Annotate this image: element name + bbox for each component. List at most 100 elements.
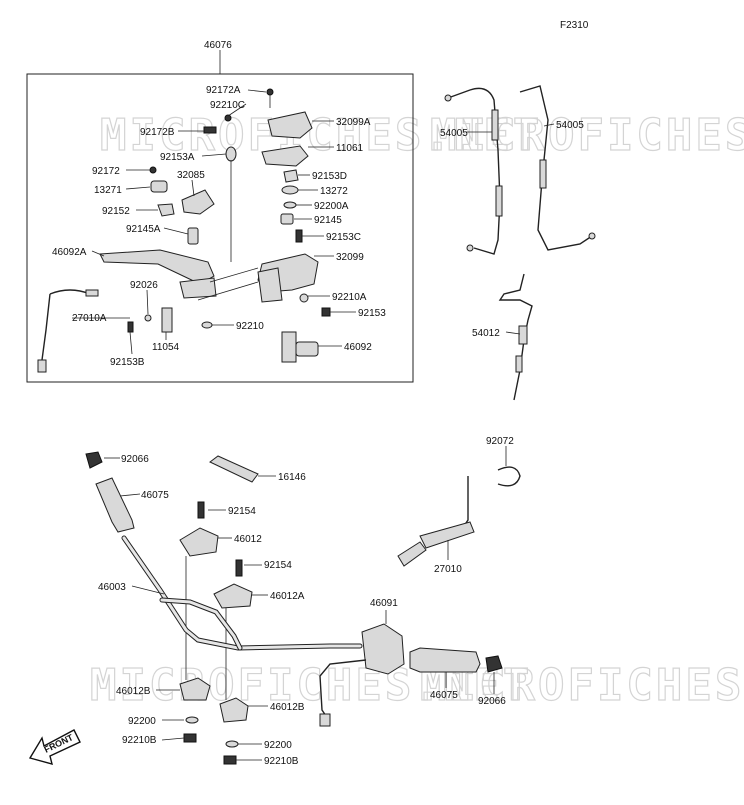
label-92172A: 92172A xyxy=(206,85,241,96)
label-16146: 16146 xyxy=(278,472,306,483)
pivot-11054 xyxy=(161,307,173,333)
label-13272: 13272 xyxy=(320,186,348,197)
end-cap-92066-left xyxy=(85,451,103,469)
plate-13272 xyxy=(281,185,299,195)
label-92145A: 92145A xyxy=(126,224,161,235)
brake-cable-54012 xyxy=(498,273,533,401)
washer-92026 xyxy=(144,314,152,322)
nut-92210B-left xyxy=(183,733,197,743)
label-54005-left: 54005 xyxy=(440,128,468,139)
screw-92153 xyxy=(321,307,331,317)
label-27010A: 27010A xyxy=(72,313,107,324)
label-92153: 92153 xyxy=(358,308,386,319)
label-46092A: 46092A xyxy=(52,247,87,258)
label-92154-lower: 92154 xyxy=(264,560,292,571)
label-46012: 46012 xyxy=(234,534,262,545)
label-92152: 92152 xyxy=(102,206,130,217)
label-92210: 92210 xyxy=(236,321,264,332)
screw-92172B xyxy=(203,126,217,134)
throttle-cable-54005-right xyxy=(519,85,593,251)
pin-92153A xyxy=(225,146,237,162)
diaphragm-11061 xyxy=(261,145,309,167)
label-46091: 46091 xyxy=(370,598,398,609)
label-92210A: 92210A xyxy=(332,292,367,303)
reservoir-cap-32099A xyxy=(267,111,313,139)
label-27010: 27010 xyxy=(434,564,462,575)
switch-housing-wire xyxy=(319,659,367,717)
label-46076: 46076 xyxy=(204,40,232,51)
label-13271: 13271 xyxy=(94,185,122,196)
label-92172: 92172 xyxy=(92,166,120,177)
label-46012B-left: 46012B xyxy=(116,686,151,697)
watermark-top: MICROFICHES.NET xyxy=(100,110,542,161)
label-32099: 32099 xyxy=(336,252,364,263)
screw-92153D xyxy=(283,169,299,183)
washer-92200A xyxy=(283,201,297,209)
washer-92200-left xyxy=(185,716,199,724)
bracket-32085 xyxy=(181,189,215,215)
spring-92145 xyxy=(280,213,294,225)
label-32085: 32085 xyxy=(177,170,205,181)
figure-code: F2310 xyxy=(560,20,589,31)
label-92153C: 92153C xyxy=(326,232,361,243)
label-92210B-right: 92210B xyxy=(264,756,299,767)
nut-92210B-right xyxy=(223,755,237,765)
switch-connector xyxy=(37,359,47,373)
watermark-top-right: MICROFICHES.NET xyxy=(430,110,744,161)
label-92153B: 92153B xyxy=(110,357,145,368)
washer-92210 xyxy=(201,321,213,329)
label-46075-right: 46075 xyxy=(430,690,458,701)
label-32099A: 32099A xyxy=(336,117,371,128)
label-46075-left: 46075 xyxy=(141,490,169,501)
cylinder-body xyxy=(257,267,283,303)
holder-46012A xyxy=(213,583,253,609)
washer-92200-right xyxy=(225,740,239,748)
switch-27010 xyxy=(419,521,475,549)
label-92154-upper: 92154 xyxy=(228,506,256,517)
holder-46012B-right xyxy=(219,697,249,723)
label-46092: 46092 xyxy=(344,342,372,353)
holder-46012B-left xyxy=(179,677,211,701)
bolt-92152 xyxy=(157,203,175,217)
bolt-92154-lower xyxy=(235,559,243,577)
label-11054: 11054 xyxy=(152,342,180,353)
label-92153D: 92153D xyxy=(312,171,347,182)
label-92210B-left: 92210B xyxy=(122,735,157,746)
label-92210C: 92210C xyxy=(210,100,245,111)
screw-92172 xyxy=(149,166,157,174)
grip-46075-right xyxy=(409,647,481,673)
bolt-92154-upper xyxy=(197,501,205,519)
label-92172B: 92172B xyxy=(140,127,175,138)
pad-16146 xyxy=(209,455,259,483)
label-92200-left: 92200 xyxy=(128,716,156,727)
lever-bracket xyxy=(179,277,217,299)
label-92072: 92072 xyxy=(486,436,514,447)
label-92153A: 92153A xyxy=(160,152,195,163)
label-46003: 46003 xyxy=(98,582,126,593)
holder-46012 xyxy=(179,527,219,557)
label-54005-right: 54005 xyxy=(556,120,584,131)
label-46012A: 46012A xyxy=(270,591,305,602)
end-cap-92066-right xyxy=(485,655,503,673)
label-92066-left: 92066 xyxy=(121,454,149,465)
spring-92145A xyxy=(187,227,199,245)
screw-92153C xyxy=(295,229,303,243)
switch-wire-27010 xyxy=(463,476,469,527)
hose-46092 xyxy=(281,331,297,363)
washer-92210A xyxy=(299,293,309,303)
screw-92153B xyxy=(127,321,134,333)
clamp-92072 xyxy=(497,466,521,487)
grip-46075-left xyxy=(95,477,135,533)
label-54012: 54012 xyxy=(472,328,500,339)
label-11061: 11061 xyxy=(336,143,364,154)
label-92200A: 92200A xyxy=(314,201,349,212)
label-92145: 92145 xyxy=(314,215,342,226)
label-92026: 92026 xyxy=(130,280,158,291)
lever-46092A xyxy=(99,249,215,285)
plate-13271 xyxy=(150,180,168,193)
label-92066-right: 92066 xyxy=(478,696,506,707)
switch-housing-46091 xyxy=(361,623,405,675)
label-46012B-right: 46012B xyxy=(270,702,305,713)
